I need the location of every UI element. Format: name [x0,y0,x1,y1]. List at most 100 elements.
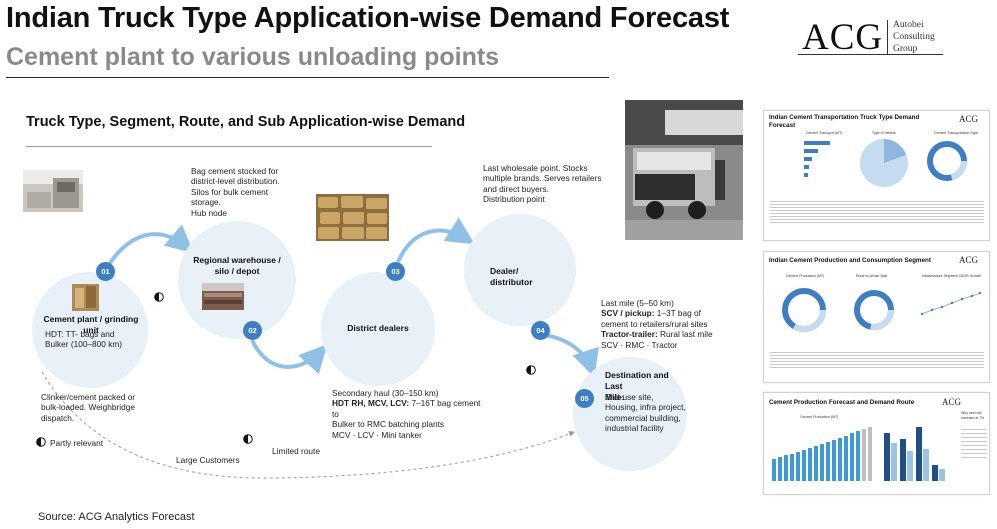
logo-divider [798,54,943,55]
thumbnail-panel-label: Cement Production (MT) [786,274,825,278]
node-destination-circle [573,357,687,471]
node-warehouse-circle [178,221,296,339]
thumbnail-logo: ACG [942,397,962,407]
description-line: Distribution point [483,194,545,205]
photo-grinding-unit [72,284,99,311]
description-line: district-level distribution. [191,176,280,187]
section-divider [26,146,432,147]
limited-route-label: Limited route [272,446,320,456]
tractor-text: Rural last mile [657,329,713,340]
thumbnail-text-lines [770,201,984,225]
page-subtitle: Cement plant to various unloading points [6,43,500,71]
scv-label: SCV / pickup: [601,308,655,319]
description-line: storage. [191,197,221,208]
logo-name-line: Consulting [893,32,935,42]
scv-line: SCV / pickup: 1–3T bag of [601,308,725,318]
partly-relevant-icon [243,434,253,444]
node-plant-detail: HDT: TT- bags and Bulker (100–800 km) [45,329,123,350]
logo-company-name: Autobei Consulting Group [893,19,935,55]
scv-text: 1–3T bag of [654,308,701,319]
node-destination-title: Destination and Last Mile: [605,370,685,403]
node-plant-title: Cement plant / grinding unit [43,314,139,335]
logo-name-line: Autobei [893,20,924,30]
tractor-label: Tractor-trailer: [601,329,658,340]
section-title: Truck Type, Segment, Route, and Sub Appl… [26,114,466,130]
step-badge-02: 02 [243,321,262,340]
node-destination-detail: End-use site, Housing, infra project, co… [605,392,687,434]
legend-partly-relevant-icon [36,437,46,447]
node-district-description: Secondary haul (30–150 km) HDT RH, MCV, … [332,388,482,440]
title-line: silo / depot [214,266,260,276]
description-line: and direct buyers. [483,183,549,194]
last-mile-description: Last mile (5–50 km) SCV / pickup: 1–3T b… [601,298,725,350]
title-divider [6,77,609,78]
partly-relevant-icon [154,292,164,302]
thumbnail-panel-label: Type of Vehicle [872,131,896,135]
thumbnail-panel-label: Rural vs Urban Split [856,274,888,278]
thumbnail-title: Indian Cement Production and Consumption… [769,257,931,264]
step-badge-05: 05 [575,389,594,408]
thumbnail-graphics [782,288,982,332]
step-badge-03: 03 [386,262,405,281]
logo-separator [887,20,888,54]
title-line: Mile: [605,392,625,402]
thumbnail-panel-label: Cement Production (MT) [800,415,839,419]
tractor-line: Tractor-trailer: Rural last mile [601,329,725,339]
title-line: Dealer/ [490,266,519,276]
vehicle-list: MCV · LCV · Mini tanker [332,429,422,440]
detail-line: End-use site, [605,392,654,402]
thumbnail-slide-truck-type: Indian Cement Transportation Truck Type … [763,110,990,241]
node-district-title: District dealers [347,323,409,333]
last-mile-distance: Last mile (5–50 km) [601,298,674,308]
thumbnail-title: Cement Production Forecast and Demand Ro… [769,399,915,406]
truck-types-line: HDT RH, MCV, LCV: 7–16T bag cement to [332,398,482,419]
thumbnail-graphics [804,139,967,187]
detail-line: commercial building, [605,412,681,423]
vehicle-list: SCV · RMC · Tractor [601,339,678,350]
truck-types-text: 7–16T bag cement to [332,398,481,419]
thumbnail-text-lines [770,352,984,370]
thumbnail-title: Indian Cement Transportation Truck Type … [769,114,920,129]
description-line: Silos for bulk cement [191,186,269,197]
photo-warehouse [202,283,244,310]
node-dealer-title: Dealer/ distributor [490,266,550,288]
thumbnail-side-note: Why next will increase at 7% [961,411,985,420]
photo-cement-bags [316,194,389,241]
thumbnail-slide-production: Indian Cement Production and Consumption… [763,251,990,383]
node-dealer-circle [464,214,576,326]
node-district-circle [321,272,435,386]
logo-mark: ACG [802,17,884,58]
page-title: Indian Truck Type Application-wise Deman… [6,2,730,34]
title-line: Destination and Last [605,370,669,391]
node-warehouse-title: Regional warehouse / silo / depot [186,255,288,277]
truck-types-line2: Bulker to RMC batching plants [332,419,445,430]
thumbnail-slide-forecast: Cement Production Forecast and Demand Ro… [763,392,990,495]
description-line: Hub node [191,207,227,218]
node-warehouse-description: Bag cement stocked for district-level di… [191,166,301,218]
node-plant-note: Clinker/cement packed or bulk-loaded. We… [41,392,136,423]
route-distance: Secondary haul (30–150 km) [332,388,439,398]
arrow-large-customers [41,371,575,479]
thumbnail-logo: ACG [959,114,979,124]
thumbnail-panel-label: Cement Transport (MT) [806,131,843,135]
description-line: Bag cement stocked for [191,166,279,176]
description-line: Last wholesale point. Stocks [483,163,588,173]
arrow-dealer-to-destination [535,332,599,378]
detail-line: industrial facility [605,423,664,434]
legend-partly-relevant: Partly relevant [50,438,104,448]
arrow-warehouse-to-district [250,339,328,375]
title-line: Regional warehouse / [193,255,281,265]
step-badge-04: 04 [531,321,550,340]
partly-relevant-icon [526,365,536,375]
large-customers-label: Large Customers [176,455,240,465]
node-dealer-description: Last wholesale point. Stocks multiple br… [483,163,613,205]
thumbnail-logo: ACG [959,255,979,265]
acg-logo: ACG Autobei Consulting Group [798,14,948,60]
source-note: Source: ACG Analytics Forecast [38,511,195,523]
logo-name-line: Group [893,44,918,54]
thumbnail-panel-label: Cement Transportation Type [934,131,979,135]
arrow-plant-to-warehouse [106,224,195,268]
arrow-district-to-dealer [396,217,475,263]
thumbnail-graphics [772,427,987,481]
step-badge-01: 01 [96,262,115,281]
